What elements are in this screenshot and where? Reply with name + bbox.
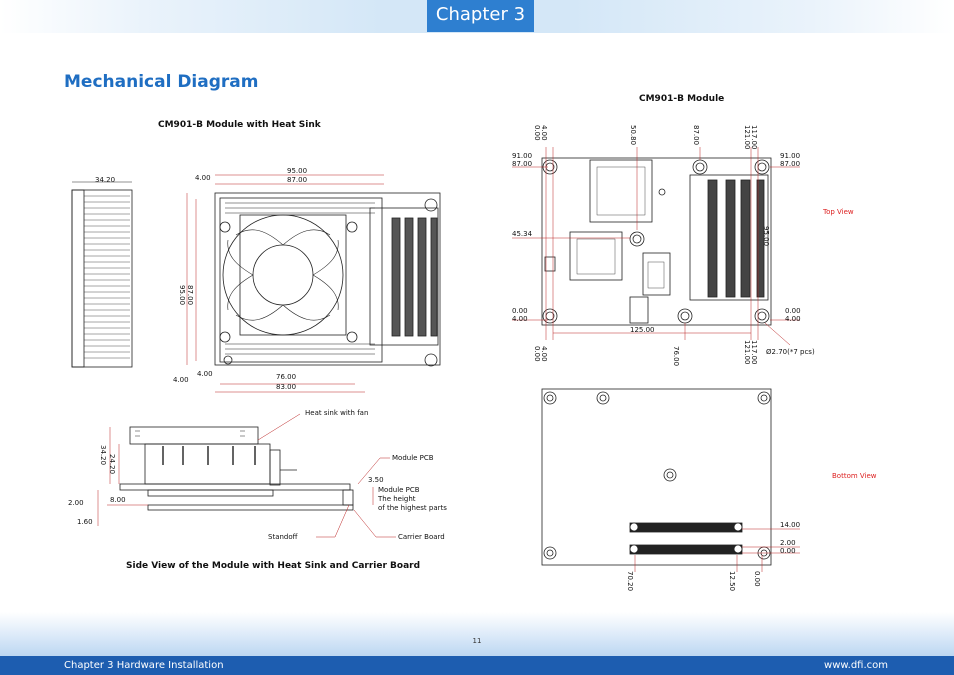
mod-dim-b121: 121.00	[743, 340, 751, 365]
bot-dim-b0: 0.00	[753, 571, 761, 587]
label-carrier-board: Carrier Board	[398, 533, 445, 541]
side-dim-34-20: 34.20	[99, 445, 107, 465]
label-module-pcb-2: Module PCB	[378, 486, 420, 494]
mod-dim-t117: 117.00	[750, 125, 758, 150]
label-height-1: The height	[377, 495, 416, 503]
hs-dim-83-00: 83.00	[276, 383, 296, 391]
label-heat-sink-fan: Heat sink with fan	[305, 409, 368, 417]
chapter-tab[interactable]: Chapter 3	[427, 0, 534, 32]
bot-dim-70: 70.20	[626, 571, 634, 591]
label-height-2: of the highest parts	[378, 504, 447, 512]
hs-dim-87-00-vert: 87.00	[186, 285, 194, 305]
mod-dim-t121: 121.00	[743, 125, 751, 150]
mod-hole-note: Ø2.70(*7 pcs)	[766, 348, 815, 356]
footer-website-link[interactable]: www.dfi.com	[824, 660, 888, 671]
bot-dim-2: 2.00	[780, 539, 796, 547]
hs-dim-87-00: 87.00	[287, 176, 307, 184]
mod-dim-l87: 87.00	[512, 160, 532, 168]
side-dim-8-00: 8.00	[110, 496, 126, 504]
mod-dim-l0: 0.00	[512, 307, 528, 315]
label-bottom-view: Bottom View	[832, 472, 877, 480]
mod-dim-b76: 76.00	[672, 346, 680, 366]
hs-dim-95-00: 95.00	[287, 167, 307, 175]
mod-dim-r4: 4.00	[785, 315, 801, 323]
mod-dim-t50: 50.80	[629, 125, 637, 145]
mod-dim-r0: 0.00	[785, 307, 801, 315]
mod-dim-b4: 4.00	[540, 346, 548, 362]
label-standoff: Standoff	[268, 533, 298, 541]
mod-dim-b125: 125.00	[630, 326, 655, 334]
hs-dim-4-00-top: 4.00	[195, 174, 211, 182]
side-dim-24-20: 24.20	[108, 454, 116, 474]
bot-dim-14: 14.00	[780, 521, 800, 529]
caption-module: CM901-B Module	[639, 94, 725, 104]
hs-dim-95-00-vert: 95.00	[178, 285, 186, 305]
caption-side-view: Side View of the Module with Heat Sink a…	[126, 561, 421, 571]
footer-chapter-title: Chapter 3 Hardware Installation	[64, 660, 224, 671]
mod-dim-t87: 87.00	[692, 125, 700, 145]
bot-dim-12: 12.50	[728, 571, 736, 591]
mod-dim-l4: 4.00	[512, 315, 528, 323]
mod-dim-l91: 91.00	[512, 152, 532, 160]
mod-dim-t0: 0.00	[533, 125, 541, 141]
mod-dim-b117: 117.00	[750, 340, 758, 365]
side-dim-2-00: 2.00	[68, 499, 84, 507]
mod-dim-r95: 95.00	[762, 226, 770, 246]
mod-dim-t4: 4.00	[540, 125, 548, 141]
page-title: Mechanical Diagram	[64, 72, 259, 92]
bot-dim-0: 0.00	[780, 547, 796, 555]
side-dim-1-60: 1.60	[77, 518, 93, 526]
mod-dim-r87: 87.00	[780, 160, 800, 168]
hs-dim-4-00-bottom: 4.00	[173, 376, 189, 384]
label-top-view: Top View	[822, 208, 854, 216]
hs-dim-34-20: 34.20	[95, 176, 115, 184]
caption-heatsink: CM901-B Module with Heat Sink	[158, 120, 321, 130]
footer-bar: Chapter 3 Hardware Installation www.dfi.…	[0, 656, 954, 675]
mod-dim-b0: 0.00	[533, 346, 541, 362]
mod-dim-l45: 45.34	[512, 230, 533, 238]
page-number: 11	[472, 637, 482, 645]
hs-dim-4-00-inner: 4.00	[197, 370, 213, 378]
label-module-pcb: Module PCB	[392, 454, 434, 462]
hs-dim-76-00: 76.00	[276, 373, 296, 381]
side-dim-3-50: 3.50	[368, 476, 384, 484]
mod-dim-r91: 91.00	[780, 152, 800, 160]
